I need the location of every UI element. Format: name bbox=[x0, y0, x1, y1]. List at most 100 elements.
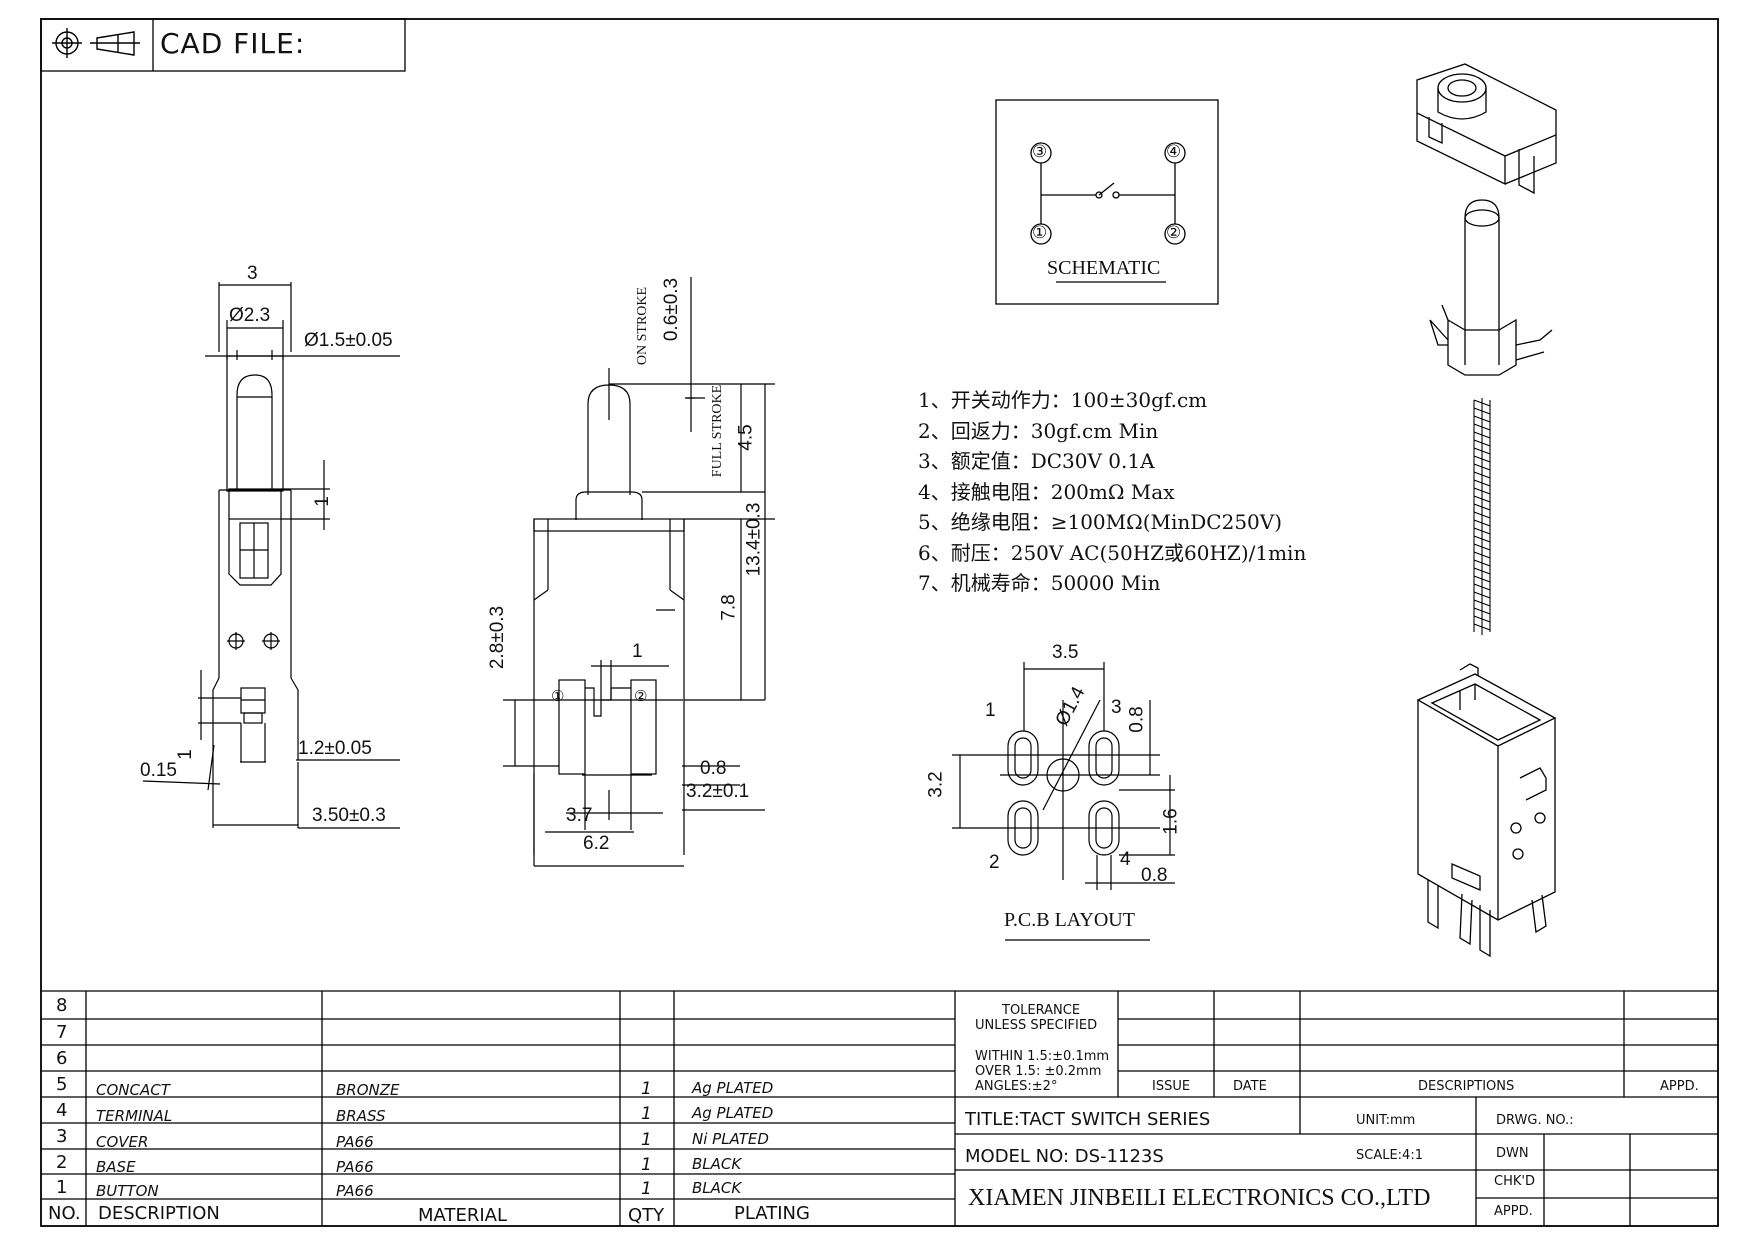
bom-plating: Ag PLATED bbox=[692, 1104, 774, 1122]
tolerance-over: OVER 1.5: ±0.2mm bbox=[975, 1064, 1102, 1079]
bom-header-description: DESCRIPTION bbox=[98, 1203, 220, 1224]
dim-step: 1 bbox=[311, 496, 333, 507]
date-label: DATE bbox=[1233, 1079, 1267, 1094]
bom-plating: BLACK bbox=[692, 1155, 742, 1173]
cad-header-box bbox=[40, 18, 406, 72]
tolerance-title: TOLERANCE bbox=[1002, 1003, 1081, 1018]
pcb-pin-3: 3 bbox=[1111, 697, 1122, 718]
pcb-pin-2: 2 bbox=[989, 852, 1000, 873]
bom-qty: 1 bbox=[641, 1130, 652, 1150]
dim-lead-height: 2.8±0.3 bbox=[487, 605, 509, 670]
bom-qty: 1 bbox=[641, 1104, 652, 1124]
side-view bbox=[142, 282, 400, 829]
table-grid bbox=[41, 990, 1718, 1226]
bom-header-no: NO. bbox=[48, 1203, 81, 1224]
bom-plating: Ag PLATED bbox=[692, 1079, 774, 1097]
exploded-part-button bbox=[1429, 199, 1553, 376]
model-number: MODEL NO: DS-1123S bbox=[965, 1146, 1164, 1167]
spec-item: 1、开关动作力：100±30gf.cm bbox=[918, 388, 1208, 412]
spec-item: 7、机械寿命：50000 Min bbox=[918, 571, 1161, 595]
projection-cone-icon bbox=[90, 31, 140, 56]
drawing-title: TITLE:TACT SWITCH SERIES bbox=[965, 1109, 1211, 1130]
bom-material: BRONZE bbox=[336, 1081, 400, 1099]
bom-header-material: MATERIAL bbox=[418, 1205, 507, 1226]
dim-lead-small: 1 bbox=[174, 749, 196, 760]
bom-no: 6 bbox=[56, 1048, 68, 1069]
bom-material: PA66 bbox=[336, 1182, 374, 1200]
schematic-pin-1: ① bbox=[1032, 223, 1048, 243]
bom-header-plating: PLATING bbox=[734, 1203, 810, 1224]
bom-qty: 1 bbox=[641, 1079, 652, 1099]
bom-plating: BLACK bbox=[692, 1179, 742, 1197]
spec-list: 1、开关动作力：100±30gf.cm 2、回返力：30gf.cm Min 3、… bbox=[918, 385, 1306, 599]
schematic-pin-4: ④ bbox=[1166, 142, 1182, 162]
pcb-dim-slot-w: 0.8 bbox=[1141, 865, 1168, 886]
dim-pin-len: 3.2±0.1 bbox=[686, 781, 750, 802]
spec-item: 5、绝缘电阻：≥100MΩ(MinDC250V) bbox=[918, 510, 1283, 534]
drawing-border bbox=[40, 18, 1719, 1227]
bom-description: CONCACT bbox=[96, 1081, 170, 1099]
schematic-pin-3: ③ bbox=[1032, 142, 1048, 162]
dim-width-top: 3 bbox=[247, 263, 258, 284]
dim-dia-button: Ø2.3 bbox=[229, 305, 271, 326]
front-pin-1: ① bbox=[551, 687, 565, 705]
exploded-part-base bbox=[1416, 663, 1557, 958]
spec-item: 4、接触电阻：200mΩ Max bbox=[918, 479, 1175, 504]
schematic-diagram bbox=[995, 99, 1219, 305]
exploded-part-spring bbox=[1473, 398, 1491, 635]
dim-pin-gap: 1 bbox=[632, 641, 643, 662]
bom-no: 2 bbox=[56, 1152, 68, 1173]
projection-circle-icon bbox=[52, 28, 82, 58]
chkd-label: CHK'D bbox=[1494, 1174, 1535, 1189]
dim-lead-width: 1.2±0.05 bbox=[298, 738, 372, 759]
bom-no: 5 bbox=[56, 1074, 68, 1095]
bom-qty: 1 bbox=[641, 1179, 652, 1199]
pcb-pin-1: 1 bbox=[985, 700, 996, 721]
dim-full-stroke: 4.5 bbox=[735, 424, 757, 451]
appd-label: APPD. bbox=[1660, 1079, 1699, 1094]
bom-material: PA66 bbox=[336, 1158, 374, 1176]
full-stroke-label: FULL STROKE bbox=[710, 384, 726, 478]
bom-no: 1 bbox=[56, 1177, 68, 1198]
scale-label: SCALE:4:1 bbox=[1356, 1148, 1423, 1163]
drwg-no-label: DRWG. NO.: bbox=[1496, 1113, 1574, 1128]
dwn-label: DWN bbox=[1496, 1146, 1529, 1161]
bom-material: PA66 bbox=[336, 1133, 374, 1151]
bom-description: BUTTON bbox=[96, 1182, 159, 1200]
bom-description: BASE bbox=[96, 1158, 136, 1176]
dim-lead-thick: 0.15 bbox=[140, 760, 177, 781]
bom-no: 7 bbox=[56, 1022, 68, 1043]
dim-body-width: 6.2 bbox=[583, 833, 610, 854]
dim-pin-w: 0.8 bbox=[700, 758, 727, 779]
bom-no: 4 bbox=[56, 1100, 68, 1121]
cad-file-label: CAD FILE: bbox=[160, 27, 306, 60]
bom-no: 3 bbox=[56, 1126, 68, 1147]
pcb-dim-slot-gap: 1.6 bbox=[1160, 808, 1182, 835]
bom-plating: Ni PLATED bbox=[692, 1130, 769, 1148]
pcb-dim-pitch-x: 3.5 bbox=[1052, 642, 1079, 663]
bom-description: COVER bbox=[96, 1133, 149, 1151]
dim-base-width: 3.50±0.3 bbox=[312, 805, 386, 826]
dim-pin-pitch: 3.7 bbox=[566, 805, 593, 826]
dim-dia-shaft: Ø1.5±0.05 bbox=[304, 330, 393, 351]
schematic-title: SCHEMATIC bbox=[1047, 257, 1161, 279]
pcb-layout-title: P.C.B LAYOUT bbox=[1004, 909, 1135, 931]
spec-item: 3、额定值：DC30V 0.1A bbox=[918, 449, 1155, 473]
pcb-layout-diagram bbox=[952, 662, 1175, 941]
tolerance-sub: UNLESS SPECIFIED bbox=[975, 1018, 1098, 1033]
unit-label: UNIT:mm bbox=[1356, 1113, 1416, 1128]
pcb-dim-slot-h: 0.8 bbox=[1126, 706, 1148, 733]
descriptions-label: DESCRIPTIONS bbox=[1418, 1079, 1515, 1094]
exploded-part-cover bbox=[1416, 63, 1557, 195]
schematic-pin-2: ② bbox=[1166, 223, 1182, 243]
bom-material: BRASS bbox=[336, 1107, 386, 1125]
pcb-pin-4: 4 bbox=[1120, 849, 1131, 870]
pcb-dim-pitch-y: 3.2 bbox=[925, 771, 947, 798]
on-stroke-label: ON STROKE bbox=[635, 286, 651, 366]
company-name: XIAMEN JINBEILI ELECTRONICS CO.,LTD bbox=[968, 1185, 1431, 1211]
issue-label: ISSUE bbox=[1152, 1079, 1191, 1094]
spec-item: 6、耐压：250V AC(50HZ或60HZ)/1min bbox=[918, 540, 1307, 565]
bom-header-qty: QTY bbox=[628, 1205, 665, 1226]
front-view bbox=[503, 277, 775, 867]
